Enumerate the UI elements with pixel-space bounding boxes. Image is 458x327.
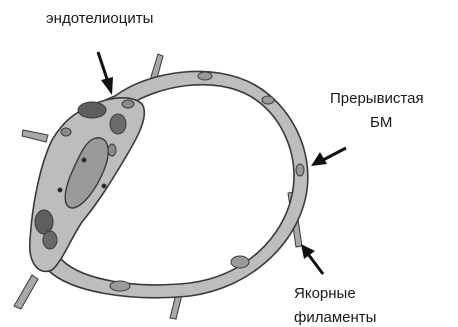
label-endothelium: эндотелиоциты [46,10,153,27]
organelle-dark-1 [78,102,106,118]
organelle-light-3 [61,128,71,136]
organelle-dot-3 [58,188,62,192]
wall-bulge-3 [231,256,249,268]
arrow-endothelium [98,52,113,95]
organelle-dark-4 [43,231,57,249]
arrow-filaments [301,244,323,274]
anchoring-filament-left [22,130,48,142]
organelle-dot-2 [102,184,106,188]
label-filaments-line1: Якорные [294,285,356,302]
label-bm-line2: БМ [370,114,392,131]
wall-bulge-2 [262,96,274,104]
organelle-light-2 [108,144,116,156]
wall-bulge-4 [110,281,130,291]
label-bm-line1: Прерывистая [330,90,424,107]
organelle-dark-2 [110,114,126,134]
wall-bulge-5 [296,164,304,176]
wall-bulge-1 [198,72,212,80]
label-filaments-line2: филаменты [294,309,376,326]
organelle-dot-1 [82,158,86,162]
organelle-dark-3 [35,210,53,234]
organelle-light-1 [122,100,134,108]
arrow-bm [311,148,346,166]
anchoring-filament-bottom-left [14,275,38,309]
